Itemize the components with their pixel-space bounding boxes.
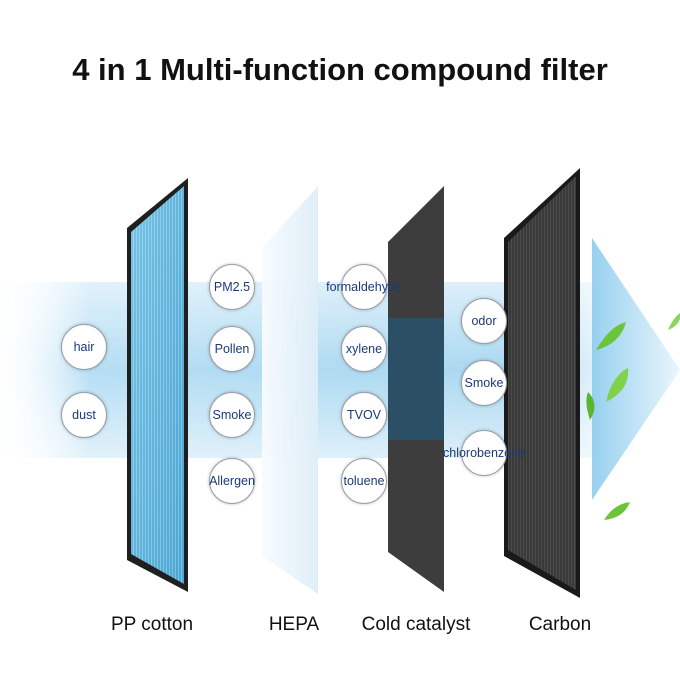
bubble-toluene: toluene <box>341 458 387 504</box>
label-cold-catalyst: Cold catalyst <box>361 614 471 635</box>
bubble-dust: dust <box>61 392 107 438</box>
leaf-icon <box>586 313 680 520</box>
page-title: 4 in 1 Multi-function compound filter <box>72 52 608 87</box>
bubble-tvov: TVOV <box>341 392 387 438</box>
bubble-allergen: Allergen <box>209 458 255 504</box>
bubble-chlorobenzene: chlorobenzene <box>443 430 525 476</box>
hepa-panel <box>262 186 318 594</box>
carbon-panel <box>504 168 580 598</box>
bubble-smoke-hepa: Smoke <box>209 392 255 438</box>
bubble-pollen: Pollen <box>209 326 255 372</box>
bubble-formaldehyde: formaldehyde <box>326 264 402 310</box>
bubble-pm25: PM2.5 <box>209 264 255 310</box>
cold-catalyst-panel <box>388 186 444 592</box>
airflow-arrow-head <box>592 238 680 500</box>
pp-cotton-panel <box>127 178 188 592</box>
bubble-smoke-carbon: Smoke <box>461 360 507 406</box>
bubble-hair: hair <box>61 324 107 370</box>
label-carbon: Carbon <box>528 614 592 635</box>
label-hepa: HEPA <box>268 614 320 635</box>
bubble-odor: odor <box>461 298 507 344</box>
bubble-xylene: xylene <box>341 326 387 372</box>
label-pp-cotton: PP cotton <box>110 614 194 635</box>
